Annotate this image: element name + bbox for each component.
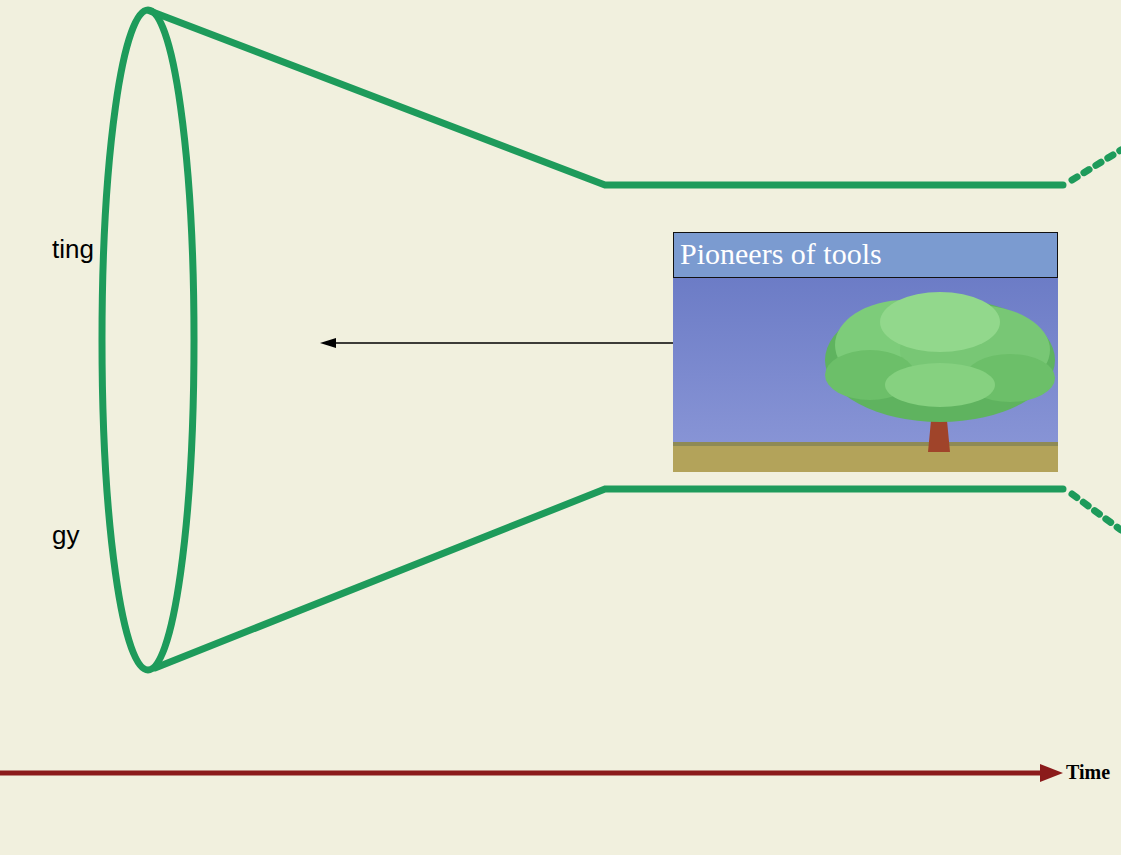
leader-arrow — [320, 338, 673, 348]
time-arrow — [0, 764, 1063, 782]
funnel-outline — [102, 10, 1121, 670]
title-box: Pioneers of tools — [673, 232, 1058, 278]
axis-label: Time — [1066, 761, 1110, 784]
cut-off-label: gy — [52, 520, 79, 551]
tree-picture — [673, 278, 1058, 472]
box-heading: Pioneers of tools — [680, 236, 1051, 272]
cut-off-label: ting — [52, 234, 94, 265]
